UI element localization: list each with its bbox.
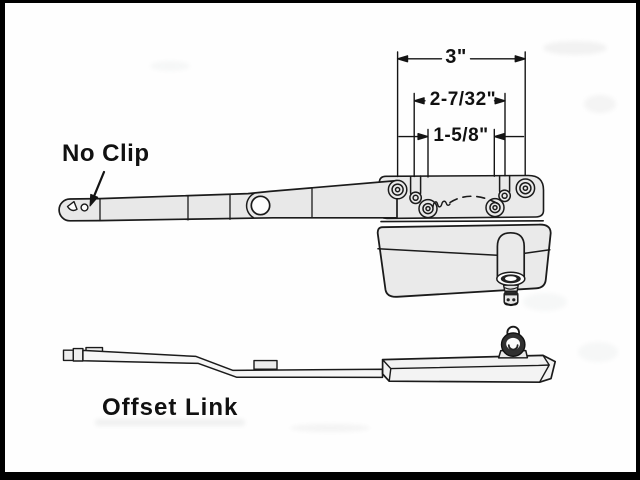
dimension-label-3in: 3" — [445, 46, 467, 68]
slot-hole-left — [409, 175, 423, 205]
dimension-1-5-8in — [398, 132, 525, 141]
scan-artifacts — [95, 41, 618, 432]
offset-link-arm — [62, 346, 384, 379]
worm-dome — [497, 232, 525, 277]
link-pivot-stud — [497, 325, 529, 359]
dimension-3in — [396, 55, 526, 63]
link-tab-mid — [253, 359, 278, 370]
link-channel — [381, 354, 557, 384]
slot-hole-right — [498, 174, 512, 203]
dimension-label-2-7-32in: 2-7/32" — [429, 89, 497, 110]
no-clip-label: No Clip — [62, 140, 150, 167]
crank-output-stud — [496, 271, 526, 307]
arm-pivot-hole — [250, 195, 271, 216]
offset-link-label: Offset Link — [102, 394, 239, 421]
mounting-plate-holes — [387, 174, 536, 219]
no-clip-hole — [80, 203, 89, 212]
gear-pivot-right — [485, 197, 505, 218]
dimension-2-7-32in — [413, 97, 506, 105]
dimension-label-1-5-8in: 1-5/8" — [433, 125, 489, 146]
gear-pivot-left — [418, 198, 438, 219]
no-clip-leader-arrow — [89, 170, 106, 207]
dimension-lines — [396, 51, 526, 178]
operator-arm — [58, 179, 398, 222]
gear-teeth-squiggle — [432, 200, 451, 208]
screw-hole-right — [515, 178, 536, 199]
screw-hole-left — [387, 179, 408, 200]
arm-end-slot-hole — [66, 200, 78, 212]
operator-housing — [376, 223, 552, 298]
gear-sector-dashed-arc — [449, 195, 499, 205]
